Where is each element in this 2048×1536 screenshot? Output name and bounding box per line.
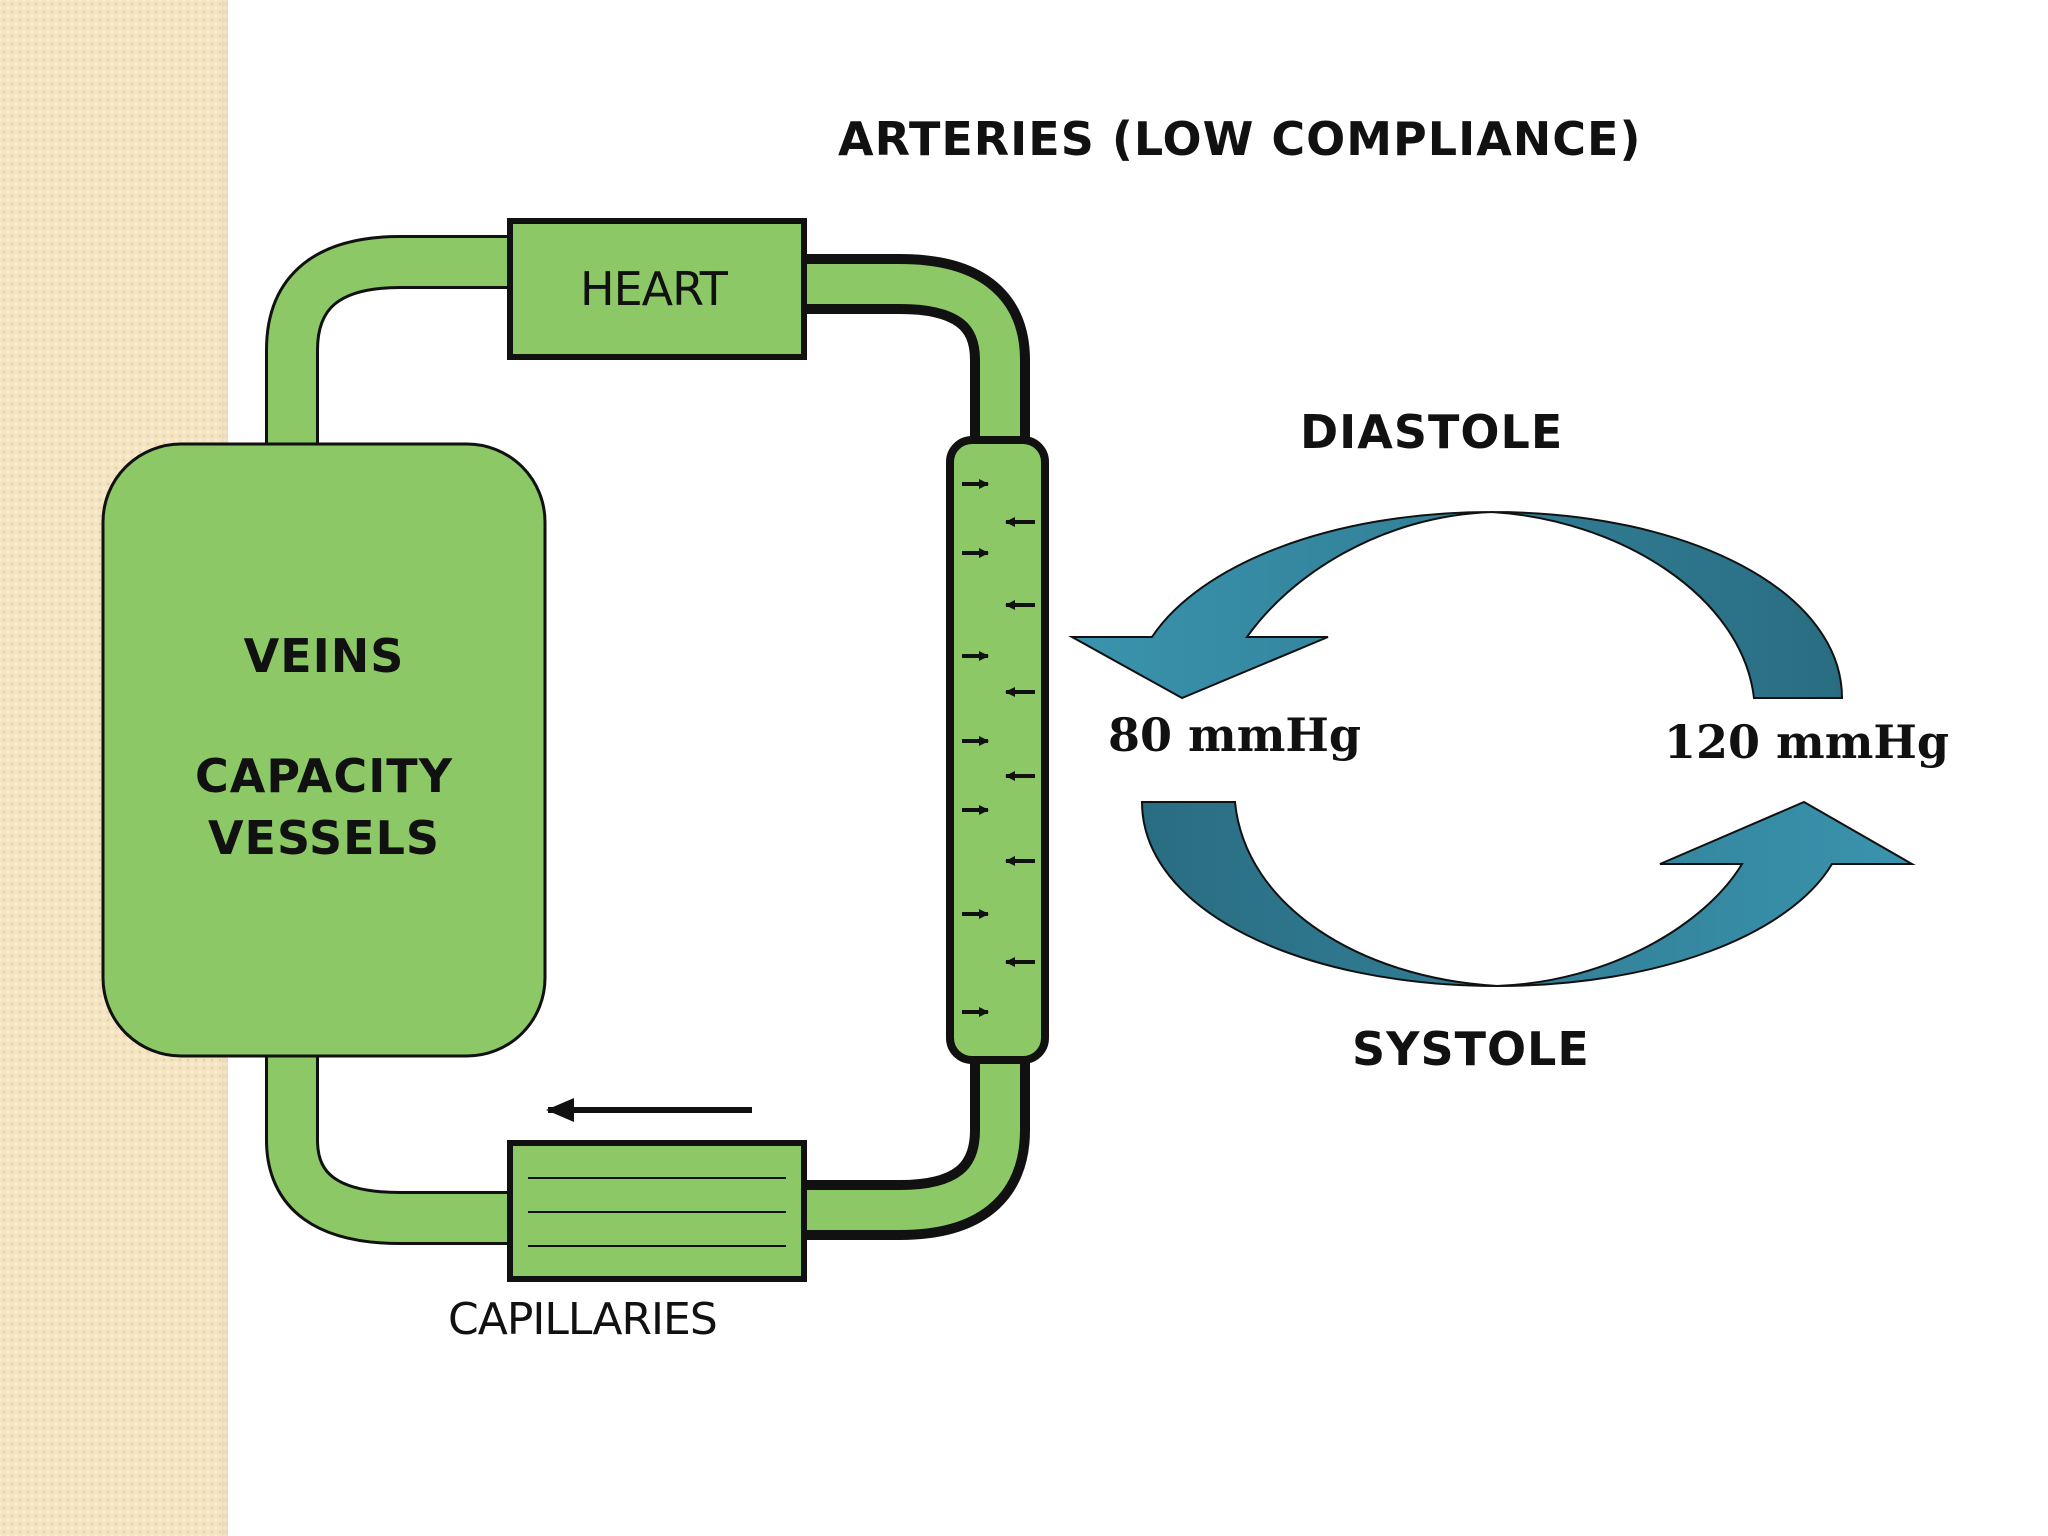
capillaries-label: CAPILLARIES (448, 1294, 718, 1345)
artery-wall-arrows (962, 479, 1035, 1017)
cycle-arrow-bottom (1140, 800, 1916, 988)
diastole-label: DIASTOLE (1300, 405, 1564, 459)
artery-tube-bottom-fill (800, 1050, 1020, 1230)
veins-reservoir (101, 442, 547, 1058)
vein-tube-top-fill (268, 238, 512, 445)
systolic-pressure-label: 120 mmHg (1664, 715, 1950, 769)
heart-label: HEART (580, 262, 728, 316)
heart-box (507, 218, 807, 360)
capillary-lines (528, 1177, 786, 1247)
cycle-arrow-top (1068, 510, 1844, 700)
systole-label: SYSTOLE (1352, 1022, 1590, 1076)
veins-label-block: VEINS CAPACITY VESSELS (104, 625, 544, 869)
vessels-label: VESSELS (207, 811, 441, 865)
capacity-label: CAPACITY (194, 749, 453, 803)
veins-label: VEINS (243, 629, 405, 683)
flow-arrowhead (546, 1098, 574, 1122)
vein-tube-bottom-fill (268, 1055, 512, 1242)
diagram-title: ARTERIES (LOW COMPLIANCE) (838, 112, 1642, 166)
diastolic-pressure-label: 80 mmHg (1108, 708, 1361, 762)
artery-tube-top-fill (800, 264, 1020, 450)
